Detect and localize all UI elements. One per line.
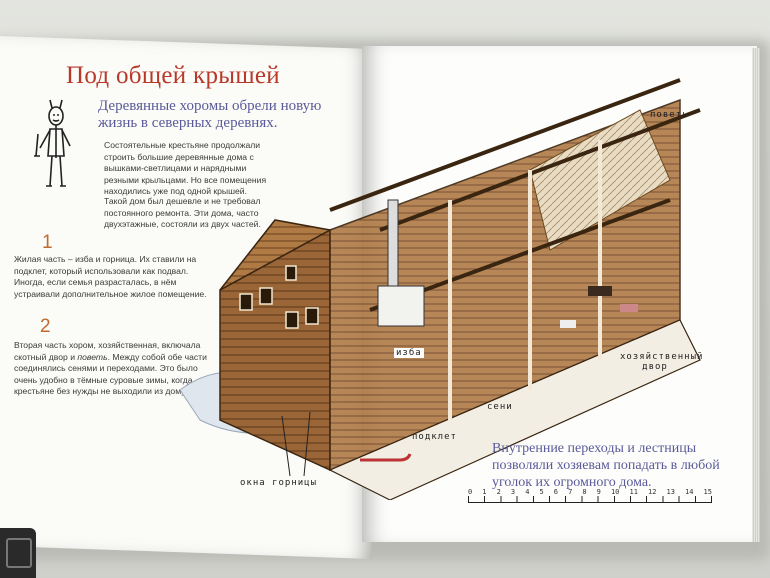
part-2-italic: поветь (77, 351, 108, 362)
scale-tick-label: 14 (685, 488, 694, 496)
label-hoz-dvor: хозяйственный двор (620, 352, 704, 372)
scale-tick-label: 10 (610, 488, 620, 496)
scale-tick-label: 3 (510, 488, 516, 496)
page-edge (752, 48, 760, 542)
scale-tick-label: 4 (525, 488, 530, 496)
label-okna-gornicy: окна горницы (240, 478, 318, 488)
binder-clip (0, 528, 36, 578)
scale-tick-label: 15 (703, 488, 712, 496)
scale-tick-label: 1 (482, 488, 487, 496)
paragraph-1: Состоятельные крестьяне продолжали строи… (104, 140, 267, 197)
scale-tick-label: 5 (539, 488, 544, 496)
okna-pointer-lines (281, 411, 311, 477)
part-2-text: Вторая часть хором, хозяйственная, включ… (14, 340, 210, 398)
part-1-text: Жилая часть – изба и горница. Их ставили… (14, 254, 207, 299)
pillars (448, 140, 602, 420)
section-number-2: 2 (40, 316, 51, 337)
scale-ruler (468, 496, 712, 503)
sled (360, 453, 412, 462)
scale-tick-label: 9 (596, 488, 601, 496)
paragraph-2: Такой дом был дешевле и не требовал пост… (104, 196, 261, 230)
scale-tick-label: 6 (553, 488, 558, 496)
stove (377, 285, 425, 327)
label-podklet: подклет (412, 432, 457, 442)
scale-tick-label: 7 (568, 488, 573, 496)
label-seni: сени (487, 402, 513, 412)
chimney (387, 199, 399, 287)
house-cutaway-illustration (219, 78, 701, 500)
ground-floor (328, 319, 701, 500)
label-povet: поветь (650, 110, 689, 120)
section-number-1: 1 (42, 232, 53, 253)
livestock (560, 286, 638, 328)
front-gable (219, 219, 333, 291)
scale-tick-label: 11 (629, 488, 638, 496)
scale-tick-label: 12 (648, 488, 657, 496)
part-2-suffix: . Между собой обе части соединялись сеня… (14, 351, 207, 397)
label-izba: изба (394, 348, 424, 358)
part-2-prefix: Вторая часть хором, хозяйственная, включ… (14, 340, 201, 362)
page-title: Под общей крышей (66, 62, 280, 89)
scale-tick-label: 0 (468, 488, 473, 496)
peasant-figure-icon (34, 99, 71, 187)
front-windows (239, 265, 319, 329)
scale-tick-label: 13 (666, 488, 675, 496)
scale-tick-label: 2 (496, 488, 501, 496)
caption-note: Внутренние переходы и лестницы позволяли… (492, 441, 720, 490)
page-subtitle: Деревянные хоромы обрели новую жизнь в с… (98, 98, 322, 131)
scale-tick-label: 8 (582, 488, 587, 496)
